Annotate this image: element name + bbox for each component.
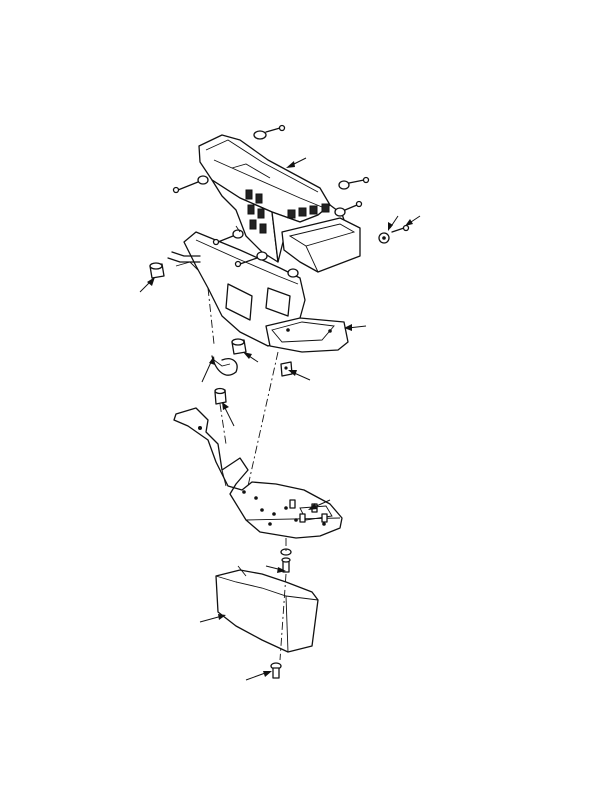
light-socket bbox=[231, 338, 247, 355]
lower-fasteners bbox=[280, 548, 292, 573]
lower-console-body bbox=[167, 231, 349, 353]
grommet bbox=[149, 262, 165, 279]
lower-cover-panel bbox=[215, 565, 319, 679]
assembly-centerlines bbox=[207, 225, 287, 661]
clip-nut bbox=[280, 361, 293, 377]
screw-set-middle bbox=[212, 229, 299, 278]
screw-set-top bbox=[172, 124, 410, 244]
callout-leaders bbox=[139, 157, 421, 681]
mounting-bracket bbox=[173, 407, 343, 539]
upper-console-cover bbox=[198, 134, 361, 273]
wire-harness-connector bbox=[211, 355, 238, 405]
